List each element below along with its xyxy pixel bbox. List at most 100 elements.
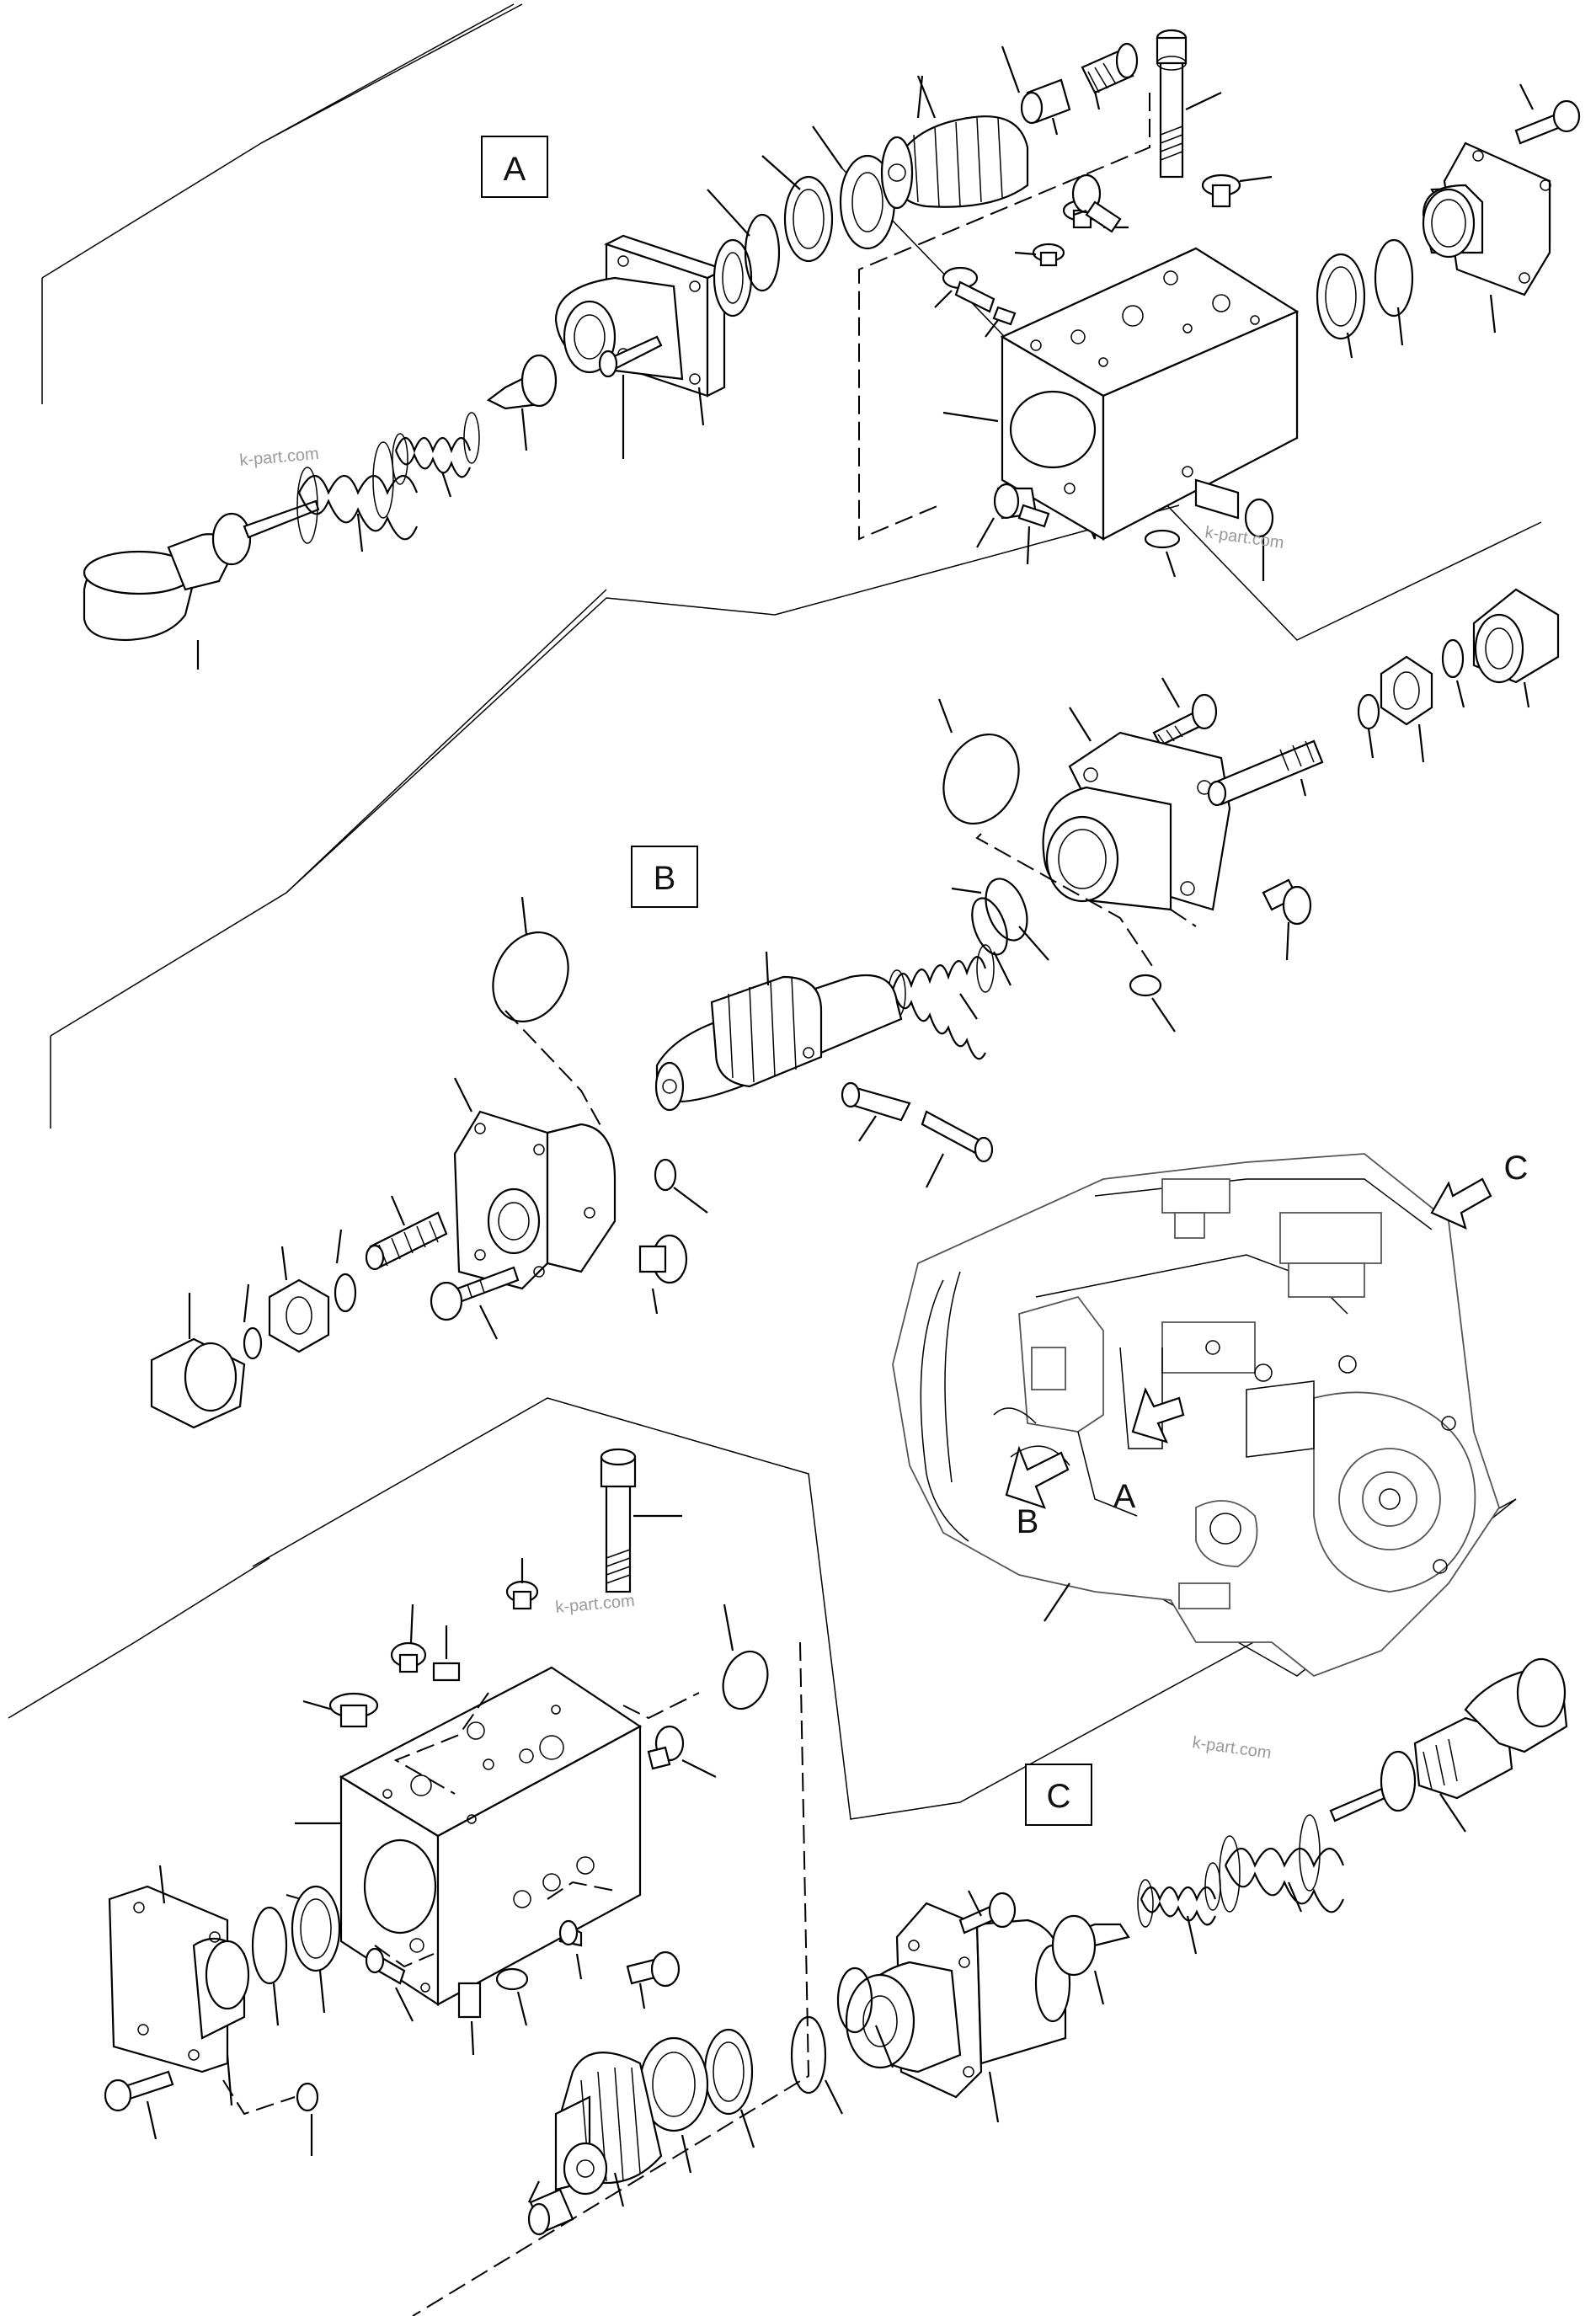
plug-screw-c3 bbox=[302, 1692, 379, 1728]
sleeve-c bbox=[845, 1961, 962, 2073]
section-a-assembly bbox=[83, 29, 1581, 670]
spring-small-a bbox=[392, 412, 480, 498]
adjust-plug-c bbox=[1413, 1657, 1568, 1833]
section-label-c-box: C bbox=[1025, 1764, 1092, 1826]
orifice-c bbox=[432, 1625, 461, 1682]
oring-b3 bbox=[1441, 638, 1465, 708]
spring-large-a bbox=[296, 441, 419, 552]
cap-nut-b-left bbox=[150, 1293, 246, 1429]
pump-label-c: C bbox=[1504, 1150, 1529, 1187]
plug-screw-a6 bbox=[1194, 478, 1274, 581]
bleed-screw-a bbox=[1081, 42, 1139, 110]
arrow-b bbox=[1005, 1445, 1070, 1509]
screw-c-mid bbox=[558, 1919, 583, 1980]
screw-b-small bbox=[921, 1110, 994, 1188]
screw-b-mid bbox=[1262, 878, 1312, 961]
spool-b bbox=[654, 951, 903, 1112]
nut-b-left bbox=[268, 1246, 330, 1353]
cap-a bbox=[1020, 78, 1071, 136]
spool-a bbox=[880, 75, 1029, 210]
spring-c-small bbox=[1137, 1862, 1221, 1955]
arrow-c bbox=[1430, 1177, 1492, 1230]
pin-b-small bbox=[841, 1081, 911, 1142]
adjust-plug-a bbox=[83, 512, 252, 670]
oring-b-left bbox=[492, 896, 569, 1023]
ring-a2 bbox=[761, 155, 834, 263]
plug-screw-a2 bbox=[1201, 173, 1273, 208]
oring-a-small bbox=[1144, 529, 1181, 578]
oring-c-small bbox=[296, 2082, 319, 2156]
screw-c1 bbox=[958, 1890, 1017, 1934]
long-bolt-a bbox=[1156, 29, 1222, 179]
set-screw-b bbox=[365, 1195, 448, 1271]
pin-c bbox=[457, 1982, 482, 2056]
cover-b-left bbox=[453, 1077, 617, 1290]
orifice-a2 bbox=[1017, 504, 1050, 565]
nut-b bbox=[1380, 655, 1433, 763]
poppet-c bbox=[1051, 1914, 1130, 2005]
oring-c1 bbox=[722, 1604, 769, 1710]
plug-screw-a4 bbox=[934, 266, 995, 313]
flange-housing-b bbox=[1042, 707, 1231, 911]
plug-screw-a5 bbox=[1071, 173, 1122, 233]
oring-c-small2 bbox=[495, 1967, 529, 2026]
spring-c-large bbox=[1219, 1814, 1345, 1913]
valve-block-a bbox=[942, 247, 1300, 541]
end-cover-a bbox=[1422, 141, 1551, 334]
valve-block-c bbox=[295, 1666, 643, 2007]
screw-b-left bbox=[638, 1234, 688, 1315]
screw-c-left bbox=[104, 2070, 174, 2140]
arrow-a bbox=[1131, 1387, 1185, 1443]
pin-c-long bbox=[1329, 1750, 1417, 1822]
ring-c5 bbox=[703, 2028, 755, 2148]
ring-a3 bbox=[1316, 253, 1366, 359]
section-c-assembly bbox=[104, 1448, 1568, 2316]
plug-screw-c2 bbox=[390, 1604, 427, 1673]
oring-b5 bbox=[1129, 974, 1176, 1033]
flange-cover-a bbox=[554, 234, 727, 426]
oring-c5 bbox=[790, 2015, 843, 2115]
plug-screw-c1 bbox=[505, 1558, 539, 1610]
pump-label-a: A bbox=[1113, 1478, 1136, 1515]
screw-a-right bbox=[1514, 83, 1581, 145]
ring-b5 bbox=[971, 897, 1012, 986]
section-b-assembly bbox=[150, 588, 1560, 1429]
oring-b1 bbox=[937, 698, 1020, 825]
pin-b bbox=[1207, 739, 1324, 807]
oring-b2 bbox=[1357, 693, 1380, 759]
section-label-b-box: B bbox=[631, 846, 698, 908]
section-label-b: B bbox=[654, 860, 676, 897]
oring-a2 bbox=[1374, 238, 1414, 346]
screw-b-top bbox=[1152, 677, 1218, 747]
screw-a1 bbox=[598, 335, 663, 459]
spool-c bbox=[554, 2052, 663, 2207]
end-cover-c bbox=[108, 1865, 250, 2106]
plug-screw-a3 bbox=[1014, 243, 1065, 267]
ring-c4 bbox=[836, 1966, 894, 2068]
screw-c-small bbox=[365, 1947, 414, 2022]
poppet-a bbox=[486, 354, 558, 451]
pin-a bbox=[243, 499, 320, 539]
pump-label-b: B bbox=[1017, 1503, 1039, 1540]
section-label-a-box: A bbox=[481, 136, 548, 198]
watermark-4: k-part.com bbox=[1191, 1733, 1273, 1763]
cap-nut-b bbox=[1472, 588, 1560, 708]
long-bolt-c bbox=[600, 1448, 682, 1593]
oring-b-small-left bbox=[654, 1158, 708, 1214]
watermark-2: k-part.com bbox=[1204, 523, 1285, 552]
oring-b4 bbox=[951, 878, 1049, 961]
oring-b-small3 bbox=[243, 1283, 263, 1360]
plug-screw-c4 bbox=[647, 1725, 717, 1778]
ring-c3 bbox=[291, 1885, 341, 2014]
orifice-a bbox=[985, 306, 1017, 338]
section-label-c: C bbox=[1047, 1778, 1071, 1815]
oring-a1 bbox=[707, 189, 781, 292]
oring-b-small2 bbox=[334, 1229, 357, 1313]
pump-overview bbox=[892, 1153, 1500, 1678]
watermark-3: k-part.com bbox=[555, 1592, 636, 1617]
plug-screw-c5 bbox=[626, 1950, 681, 2009]
spring-b bbox=[888, 944, 995, 1060]
screw-b-long bbox=[430, 1266, 520, 1340]
cap-c bbox=[527, 2180, 574, 2236]
